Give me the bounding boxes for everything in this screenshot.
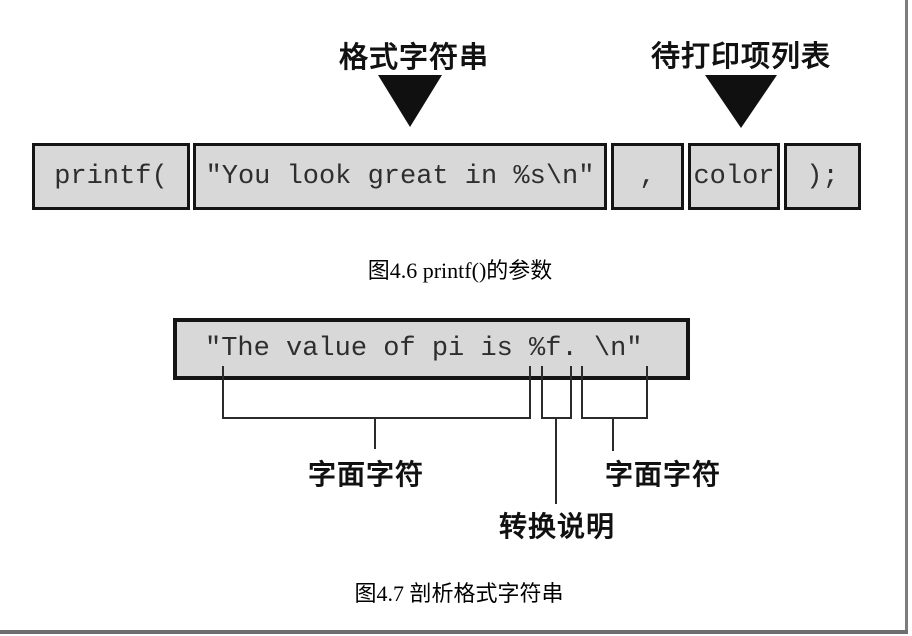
tick-open-quote xyxy=(222,366,224,418)
comma-cell: , xyxy=(611,143,684,210)
format-string-label: 格式字符串 xyxy=(338,40,490,74)
print-items-label: 待打印项列表 xyxy=(650,39,832,73)
tick-close-quote xyxy=(646,366,648,418)
page-frame-right xyxy=(905,0,908,633)
figure-4-7-caption: 图4.7 剖析格式字符串 xyxy=(354,581,564,606)
stub-literal-left xyxy=(374,418,376,449)
figure-4-6-caption: 图4.6 printf()的参数 xyxy=(367,258,553,283)
tick-period xyxy=(581,366,583,418)
literal-chars-label-left: 字面字符 xyxy=(307,458,425,491)
down-arrow-icon xyxy=(705,75,777,128)
closing-paren-cell: ); xyxy=(784,143,861,210)
stub-literal-right xyxy=(612,418,614,451)
stub-conversion xyxy=(555,418,557,504)
argument-cell: color xyxy=(688,143,780,210)
conversion-spec-label: 转换说明 xyxy=(498,510,616,543)
literal-chars-label-right: 字面字符 xyxy=(604,458,722,491)
tick-literal-end xyxy=(529,366,531,418)
bracket-literal-left xyxy=(222,417,531,419)
format-string-box: "The value of pi is %f. \n" xyxy=(173,318,690,380)
bracket-literal-right xyxy=(581,417,648,419)
tick-percent xyxy=(541,366,543,418)
page-frame-bottom xyxy=(0,630,908,634)
format-string-cell: "You look great in %s\n" xyxy=(193,143,607,210)
printf-call-cell: printf( xyxy=(32,143,190,210)
down-arrow-icon xyxy=(378,75,442,127)
tick-f xyxy=(570,366,572,418)
